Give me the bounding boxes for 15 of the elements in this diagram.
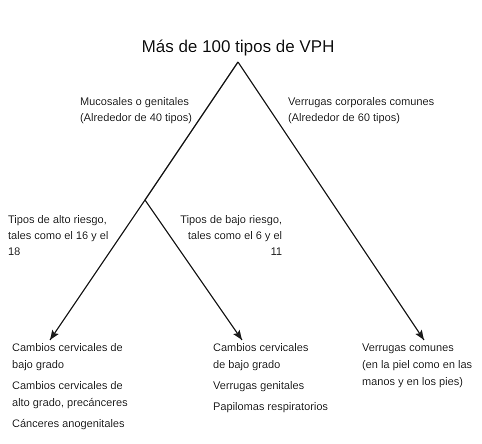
edge-label: Tipos de bajo riesgo, tales como el 6 y el 11 xyxy=(179,213,282,260)
outcome-text: Papilomas respiratorios xyxy=(213,400,328,415)
outcome-text: Cambios cervicales de alto grado, precánceres xyxy=(12,379,129,411)
outcome-text: Cambios cervicales de bajo grado xyxy=(213,341,310,373)
outcome-text: Cambios cervicales de bajo grado xyxy=(12,341,124,373)
branch-label: Mucosales o genitales (Alrededor de 40 tipos) xyxy=(80,95,193,126)
arrow xyxy=(144,62,243,340)
edge-label: Verrugas corporales comunes (Alrededor de 60 tipos) xyxy=(288,95,436,126)
outcome-text: Verrugas genitales xyxy=(213,379,304,394)
root-label: Más de 100 tipos de VPH xyxy=(142,32,334,62)
outcome-text: (en la piel como en las manos y en los pies) xyxy=(362,358,474,390)
outcome-text: Verrugas comunes xyxy=(362,341,454,356)
outcome-text: Cánceres anogenitales xyxy=(12,417,125,432)
edge-label: Tipos de alto riesgo, tales como el 16 y el 18 xyxy=(8,213,110,260)
arrow xyxy=(237,62,425,340)
